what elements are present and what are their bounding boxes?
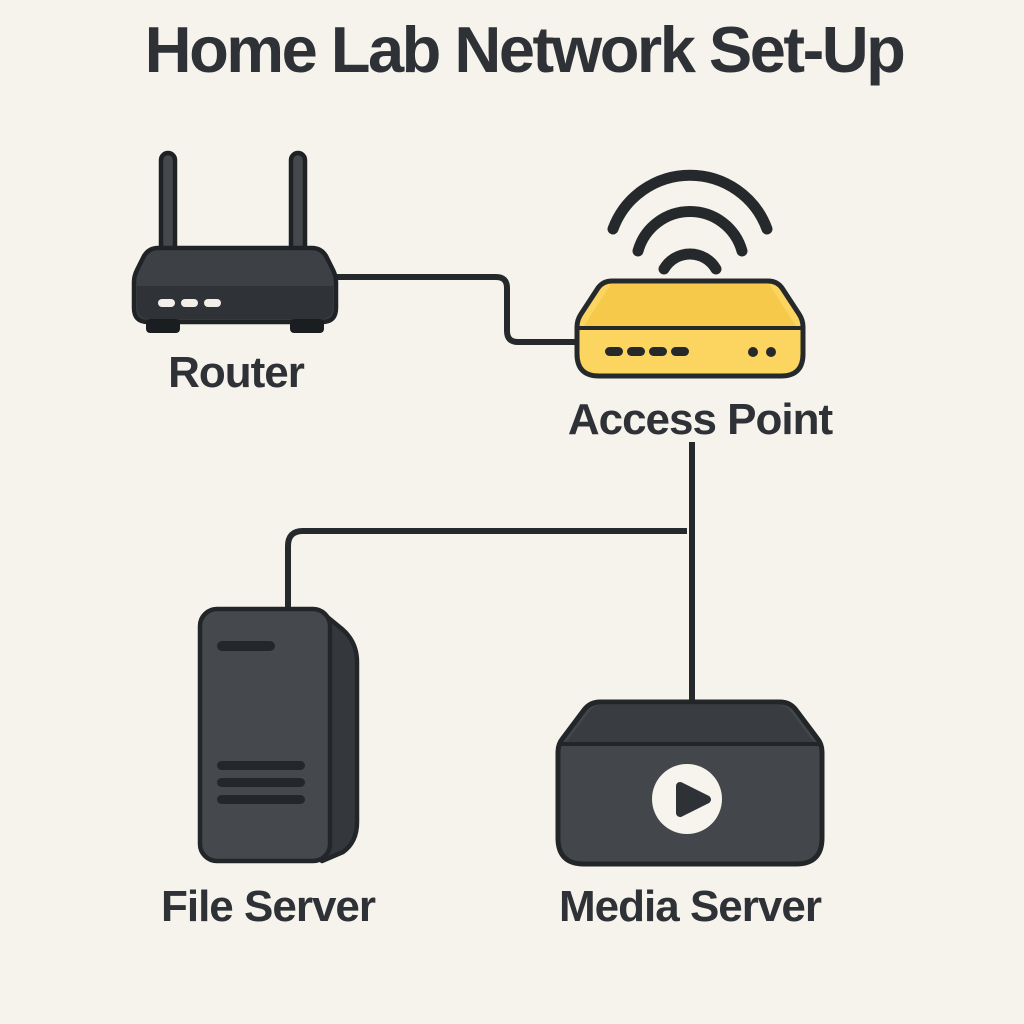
router-antennas (158, 150, 308, 258)
server-tower-icon (197, 606, 360, 864)
vent-lines-icon (217, 761, 305, 804)
led-lights-icon (158, 299, 221, 307)
file-server-drive-slot (217, 641, 275, 651)
router-front-panel (137, 286, 333, 319)
media-server-top-face (565, 705, 815, 742)
router-label: Router (168, 348, 305, 397)
connection-access-point-file-server (285, 528, 687, 610)
access-point-top-face (584, 284, 796, 326)
router-icon (131, 150, 339, 333)
page-title: Home Lab Network Set-Up (144, 13, 906, 86)
access-point-label: Access Point (567, 395, 833, 444)
access-point-icon (574, 169, 806, 379)
led-lights-icon (605, 347, 776, 357)
wifi-waves-icon (607, 169, 773, 275)
media-player-icon (555, 699, 825, 867)
media-server-label: Media Server (559, 882, 822, 931)
file-server-label: File Server (160, 882, 376, 931)
connection-router-access-point (331, 274, 579, 345)
router-feet (146, 319, 324, 333)
play-icon (676, 782, 711, 817)
